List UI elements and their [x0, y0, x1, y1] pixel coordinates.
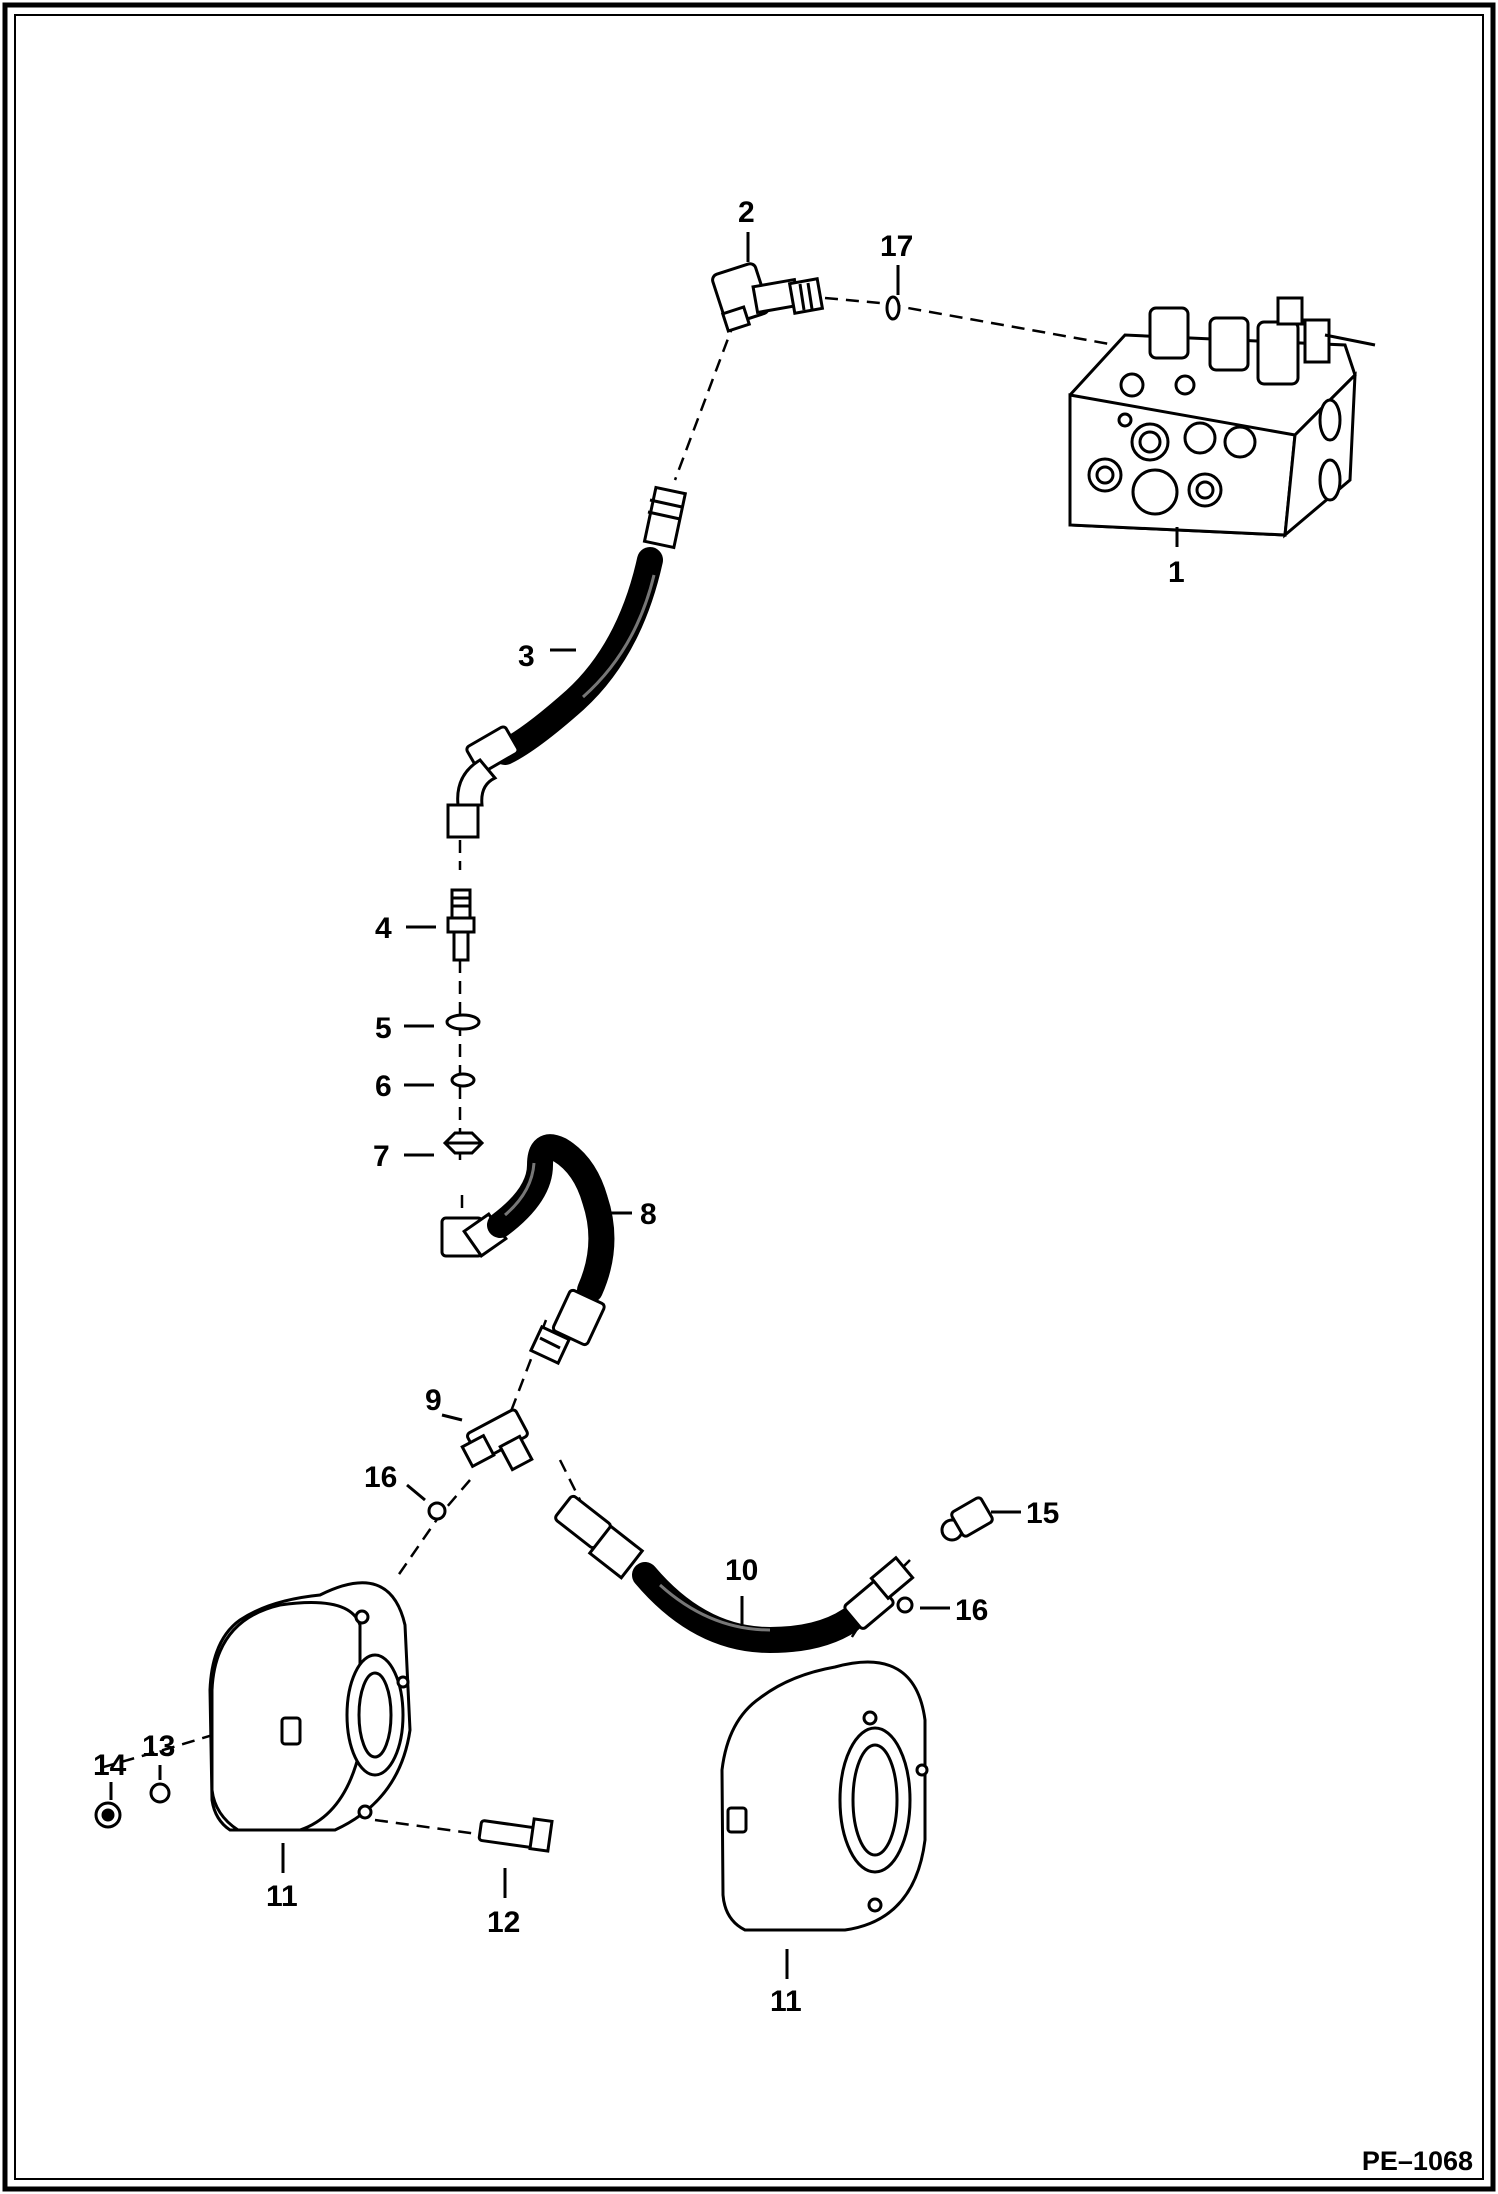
leader-lines [109, 232, 1179, 1979]
adapter-part-4 [446, 888, 476, 962]
figure-code: PE–1068 [1362, 2146, 1473, 2176]
o-ring-part-16-b [896, 1596, 914, 1614]
callout-11: 11 [266, 1880, 298, 1913]
callout-1: 1 [1168, 556, 1185, 589]
callout-17: 17 [880, 230, 913, 263]
callout-8: 8 [640, 1198, 657, 1231]
callout-16: 16 [364, 1461, 397, 1494]
o-ring-part-17 [885, 295, 901, 321]
motor-housing-part-11 [208, 1581, 412, 1832]
o-ring-part-13 [149, 1782, 171, 1804]
o-ring-part-6 [450, 1072, 476, 1088]
hose-part-3 [446, 485, 688, 839]
bolt-part-12 [477, 1817, 554, 1853]
o-ring-part-5 [445, 1013, 481, 1031]
callout-2: 2 [738, 196, 755, 229]
callout-5: 5 [375, 1012, 392, 1045]
callout-14: 14 [93, 1749, 127, 1782]
callout-6: 6 [375, 1070, 392, 1103]
hose-part-8 [440, 1134, 615, 1366]
callout-13: 13 [142, 1730, 175, 1763]
valve-block-part-1 [1068, 296, 1376, 539]
callout-12: 12 [487, 1906, 520, 1939]
tee-fitting-part-9 [460, 1408, 534, 1472]
callout-16-b: 16 [955, 1594, 988, 1627]
callout-4: 4 [375, 912, 392, 945]
motor-housing-part-11-b [720, 1660, 929, 1932]
elbow-fitting-part-2 [711, 262, 825, 333]
inner-frame [14, 14, 1484, 2180]
nut-part-7 [442, 1131, 485, 1155]
callout-3: 3 [518, 640, 535, 673]
fitting-part-15 [940, 1496, 994, 1542]
hose-part-10 [554, 1494, 915, 1653]
callout-10: 10 [725, 1554, 758, 1587]
callout-7: 7 [373, 1140, 390, 1173]
o-ring-part-16 [427, 1501, 447, 1521]
plug-part-14 [94, 1801, 122, 1829]
callout-15: 15 [1026, 1497, 1059, 1530]
callout-9: 9 [425, 1384, 442, 1417]
callout-11-b: 11 [770, 1985, 802, 2018]
